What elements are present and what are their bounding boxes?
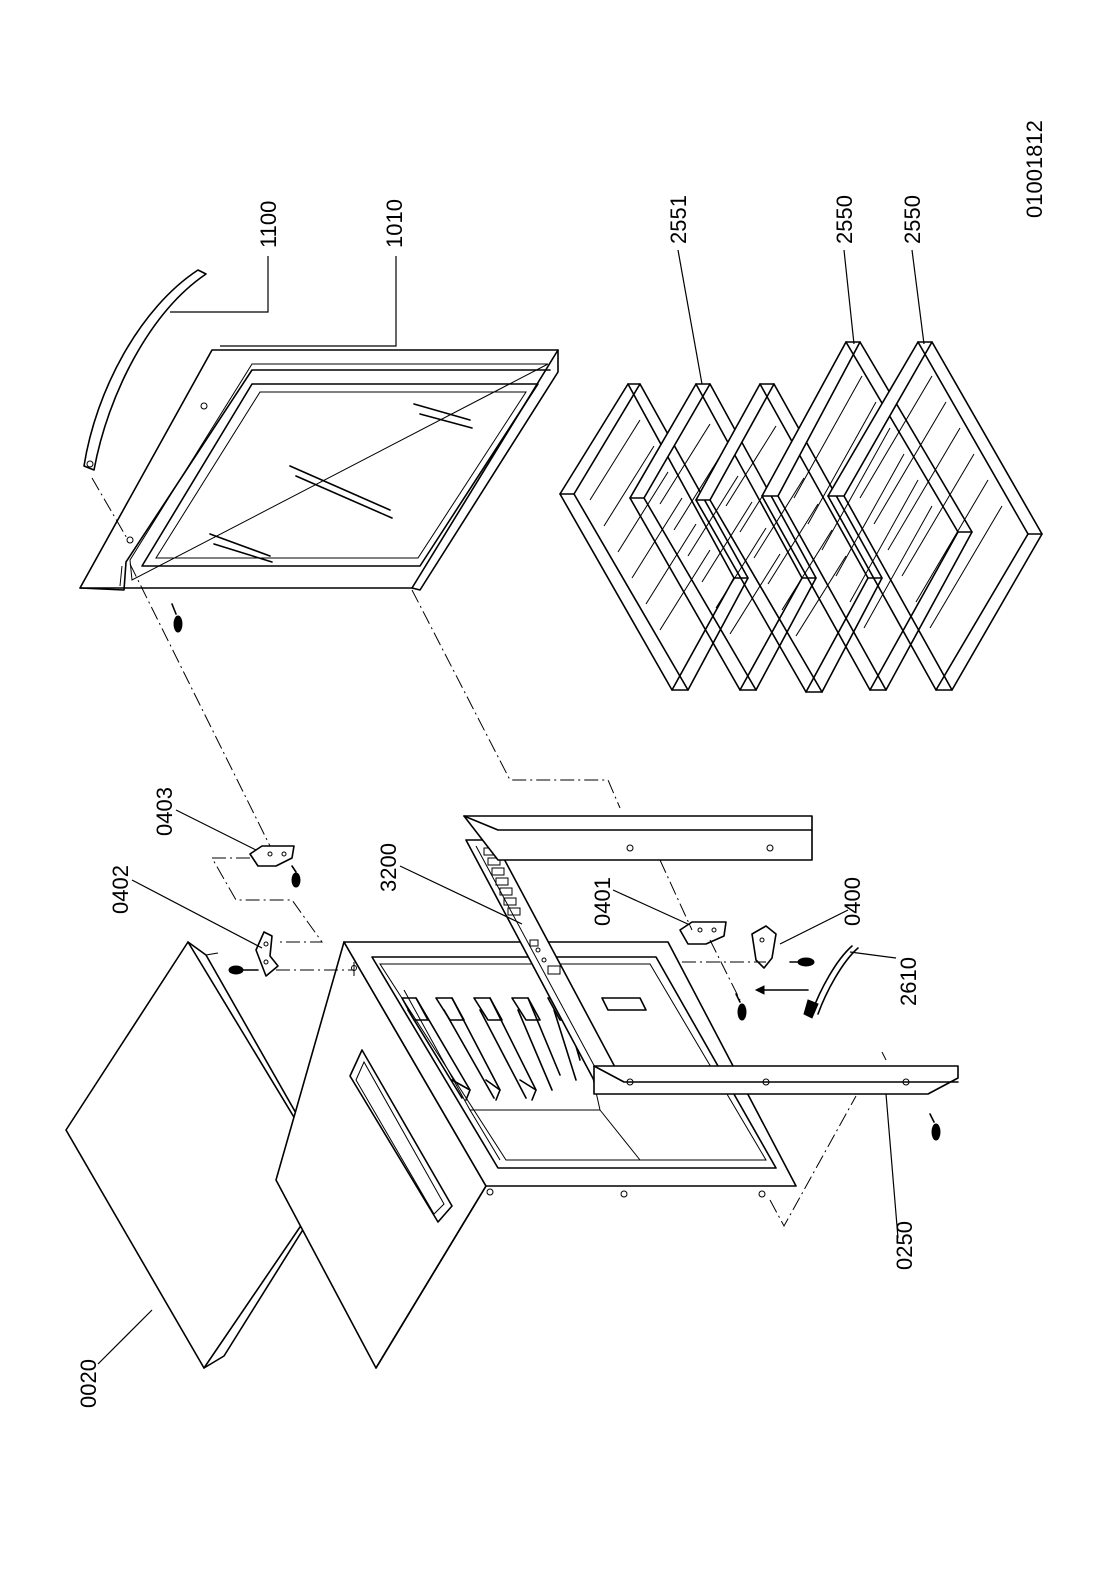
hinge-0401 <box>679 921 727 945</box>
hinge-0403 <box>249 845 295 867</box>
hinge-0400 <box>751 925 777 969</box>
part-label-0400: 0400 <box>840 877 865 926</box>
top-cover-panel <box>65 941 335 1369</box>
part-label-2551: 2551 <box>666 195 691 244</box>
shelf-5 <box>827 341 1043 691</box>
leader-lines <box>97 249 925 1365</box>
assembly-lines <box>91 477 887 1228</box>
part-label-1100: 1100 <box>256 201 281 248</box>
part-label-0250: 0250 <box>892 1221 917 1270</box>
drawing-number: 01001812 <box>1022 120 1047 218</box>
glass-door <box>79 349 559 591</box>
part-label-2610: 2610 <box>896 957 921 1006</box>
part-label-2550-b: 2550 <box>900 195 925 244</box>
sensor-cable <box>754 945 859 1019</box>
part-labels: 0020 0250 0400 0401 0402 0403 3200 2610 … <box>76 120 1047 1408</box>
part-label-0401: 0401 <box>590 877 615 926</box>
cabinet-body <box>275 941 797 1369</box>
shelf-4 <box>761 341 973 691</box>
shelf-1 <box>559 383 749 691</box>
screws <box>171 603 941 1141</box>
shelf-3 <box>695 383 883 693</box>
front-frame-rails <box>463 815 959 1095</box>
part-label-0402: 0402 <box>108 865 133 914</box>
door-handle <box>83 269 207 471</box>
part-label-3200: 3200 <box>376 843 401 892</box>
shelf-2 <box>629 383 817 691</box>
part-label-0020: 0020 <box>76 1359 101 1408</box>
hinge-0402 <box>255 931 279 977</box>
wine-shelves <box>559 341 1043 693</box>
part-label-0403: 0403 <box>152 787 177 836</box>
part-label-1010: 1010 <box>382 199 407 248</box>
part-label-2550-a: 2550 <box>832 195 857 244</box>
